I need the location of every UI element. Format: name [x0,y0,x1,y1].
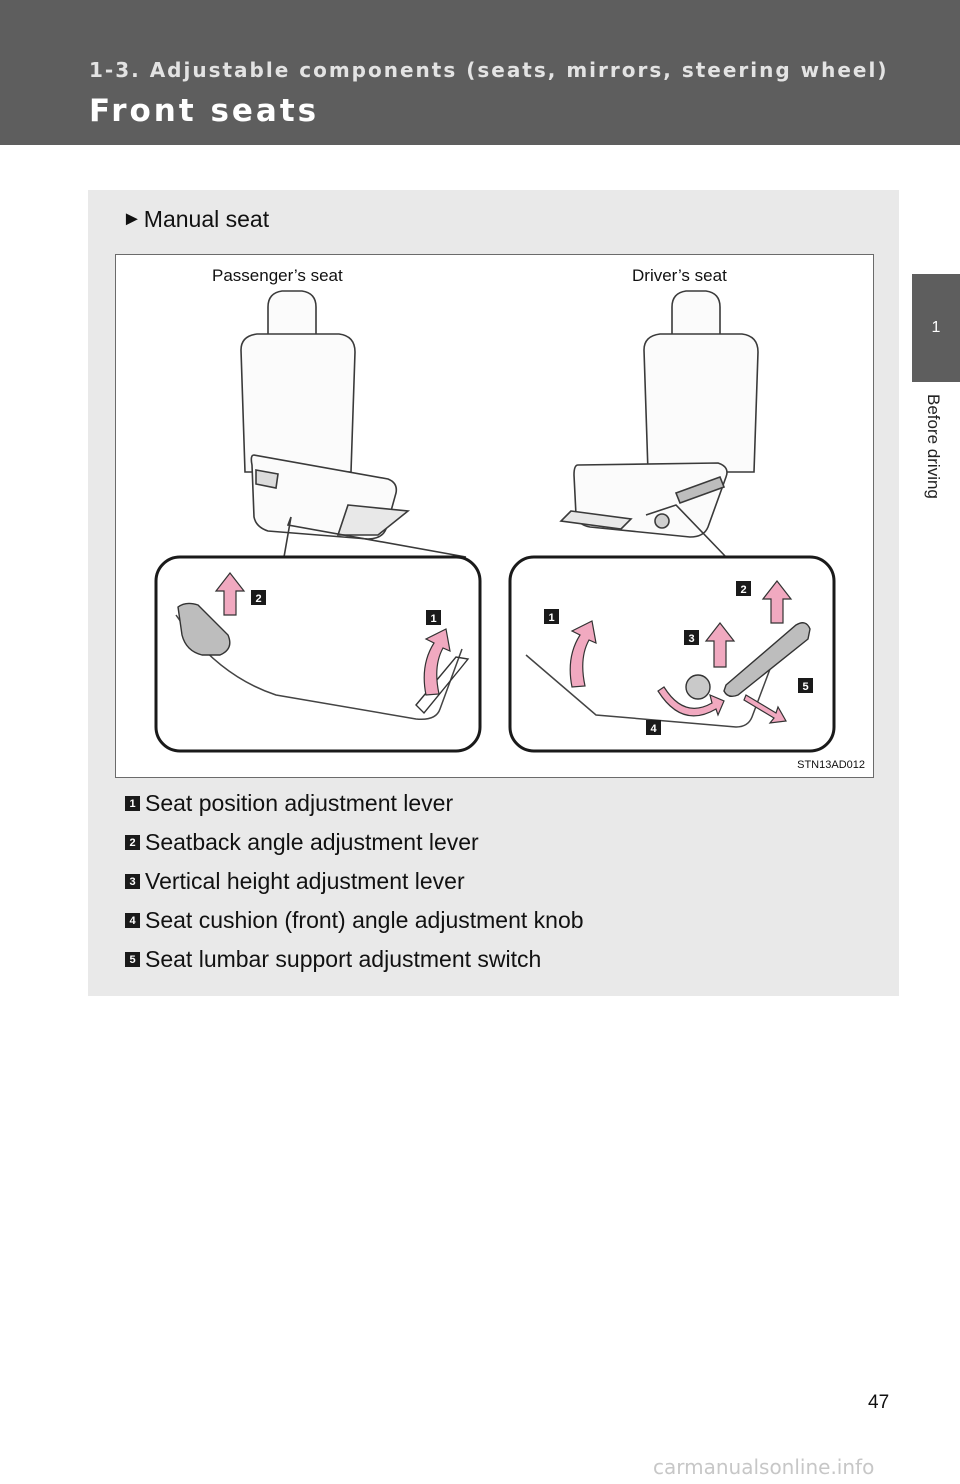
triangle-marker-icon: ► [122,208,142,230]
legend-list: 1 Seat position adjustment lever 2 Seatb… [125,784,865,979]
legend-text: Seat cushion (front) angle adjustment kn… [145,907,584,933]
arrow-1-left [423,628,451,696]
passenger-seat-label: Passenger’s seat [212,266,343,285]
figure-code: STN13AD012 [797,759,865,771]
page-header: 1-3. Adjustable components (seats, mirro… [0,0,960,145]
right-callout-lines [645,504,727,558]
number-badge: 4 [125,913,140,928]
arrow-1-right [569,620,597,688]
number-badge: 3 [125,874,140,889]
seat-illustration: 2 1 2 1 3 5 4 Passenger’s seat Driver’s … [115,254,874,778]
left-detail-panel [154,555,482,753]
driver-seat-drawing [559,290,759,538]
watermark: carmanualsonline.info [653,1455,875,1479]
arrow-2-right [761,580,793,624]
arrow-5-right [743,694,787,724]
legend-text: Vertical height adjustment lever [145,868,465,894]
legend-item: 4 Seat cushion (front) angle adjustment … [125,901,865,940]
arrow-3-right [704,622,736,668]
chapter-title: Before driving [924,394,943,499]
driver-seat-label: Driver’s seat [632,266,727,285]
legend-item: 5 Seat lumbar support adjustment switch [125,940,865,979]
svg-text:1: 1 [430,613,436,625]
chapter-tab[interactable]: 1 [912,274,960,382]
chapter-number: 1 [931,319,941,336]
legend-text: Seat position adjustment lever [145,790,454,816]
svg-text:3: 3 [688,633,694,645]
legend-item: 1 Seat position adjustment lever [125,784,865,823]
legend-text: Seat lumbar support adjustment switch [145,946,542,972]
number-badge: 2 [125,835,140,850]
page-number: 47 [868,1392,890,1413]
legend-text: Seatback angle adjustment lever [145,829,479,855]
legend-item: 3 Vertical height adjustment lever [125,862,865,901]
svg-text:2: 2 [740,584,746,596]
arrow-2-left [214,572,246,616]
sub-heading-text: Manual seat [143,206,270,232]
arrow-4-right [657,686,725,717]
page-title: Front seats [89,93,320,129]
svg-text:5: 5 [802,681,808,693]
number-badge: 5 [125,952,140,967]
svg-text:2: 2 [255,593,261,605]
svg-text:1: 1 [548,612,554,624]
legend-item: 2 Seatback angle adjustment lever [125,823,865,862]
section-title: 1-3. Adjustable components (seats, mirro… [89,58,889,82]
sub-heading: ► Manual seat [122,206,269,233]
passenger-seat-drawing [240,290,411,540]
svg-text:4: 4 [650,723,657,735]
number-badge: 1 [125,796,140,811]
left-callout-lines [283,516,467,558]
